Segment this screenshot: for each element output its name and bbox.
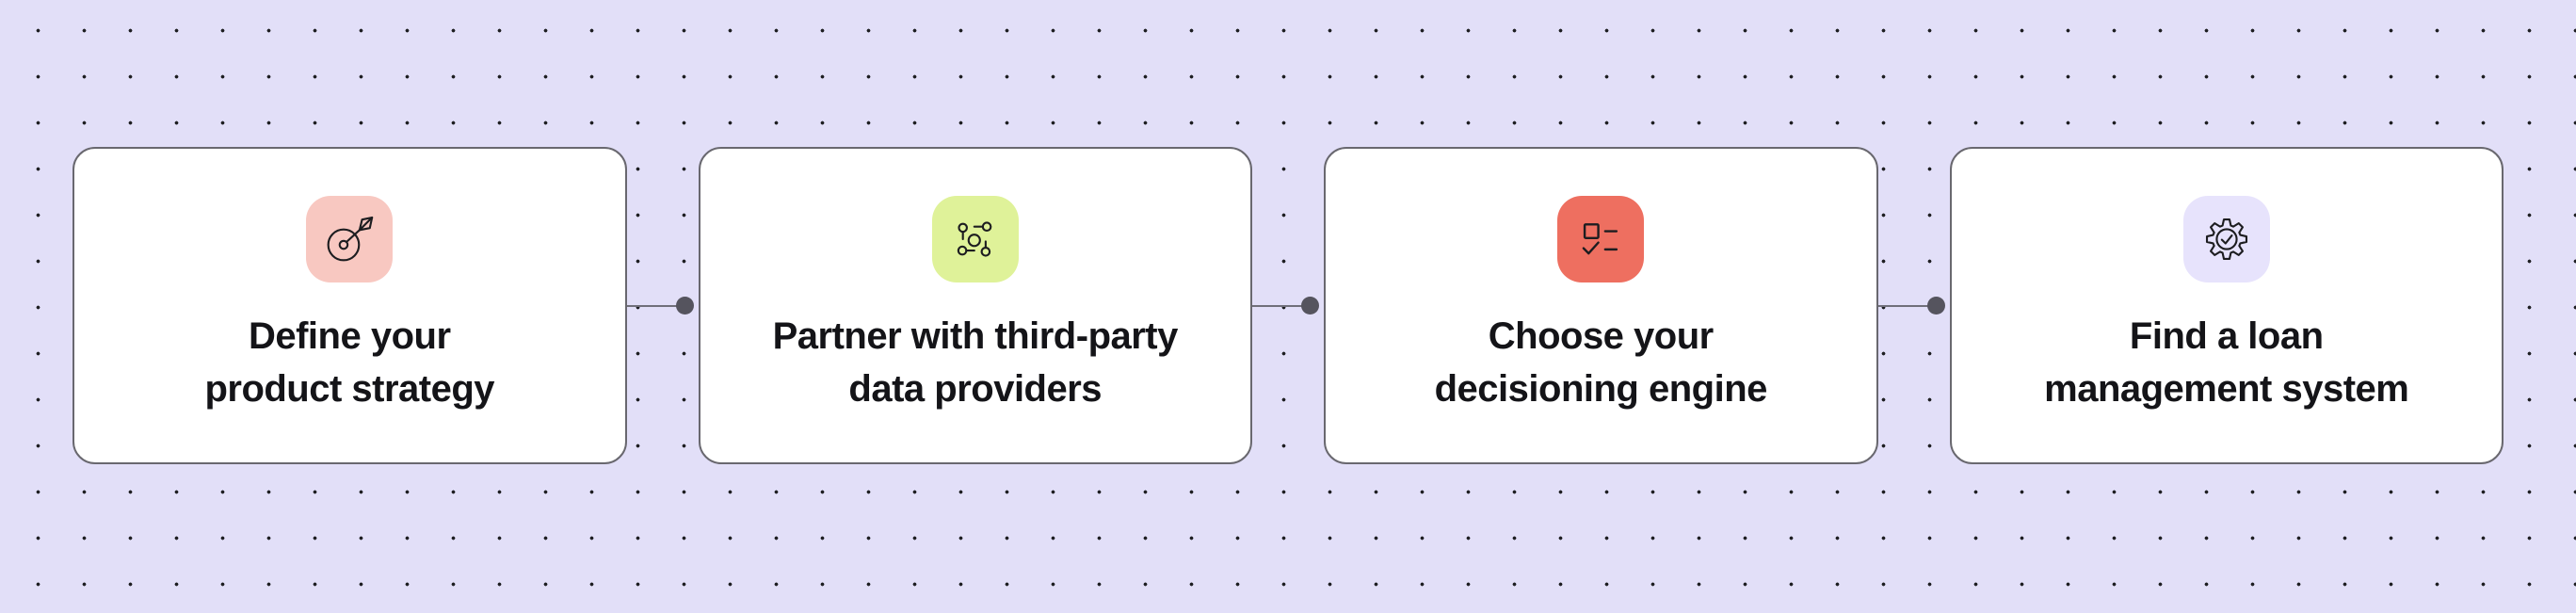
connector-line [1252, 304, 1302, 307]
step-label: Find a loan management system [2044, 315, 2409, 410]
step-card-find-loan-management-system: Find a loan management system [1949, 147, 2504, 464]
icon-tile [2182, 196, 2270, 283]
flow-row: Define your product strategy [72, 147, 2504, 464]
icon-tile [931, 196, 1019, 283]
icon-tile [306, 196, 394, 283]
connector-dot [1301, 297, 1319, 315]
checklist-icon [1582, 223, 1618, 255]
gear-check-icon [2205, 218, 2247, 261]
step-card-define-product-strategy: Define your product strategy [72, 147, 627, 464]
connector-dot [1926, 297, 1945, 315]
connector [626, 147, 699, 464]
icon-tile [1557, 196, 1645, 283]
connector [1252, 147, 1324, 464]
step-label: Define your product strategy [204, 315, 495, 410]
step-label: Choose your decisioning engine [1434, 315, 1768, 410]
connector [1877, 147, 1950, 464]
connector-line [626, 304, 677, 307]
connector-dot [675, 297, 694, 315]
step-label: Partner with third-party data providers [772, 315, 1179, 410]
network-icon [957, 221, 992, 257]
target-icon [327, 217, 374, 262]
step-card-partner-data-providers: Partner with third-party data providers [698, 147, 1252, 464]
connector-line [1877, 304, 1928, 307]
step-card-choose-decisioning-engine: Choose your decisioning engine [1324, 147, 1878, 464]
